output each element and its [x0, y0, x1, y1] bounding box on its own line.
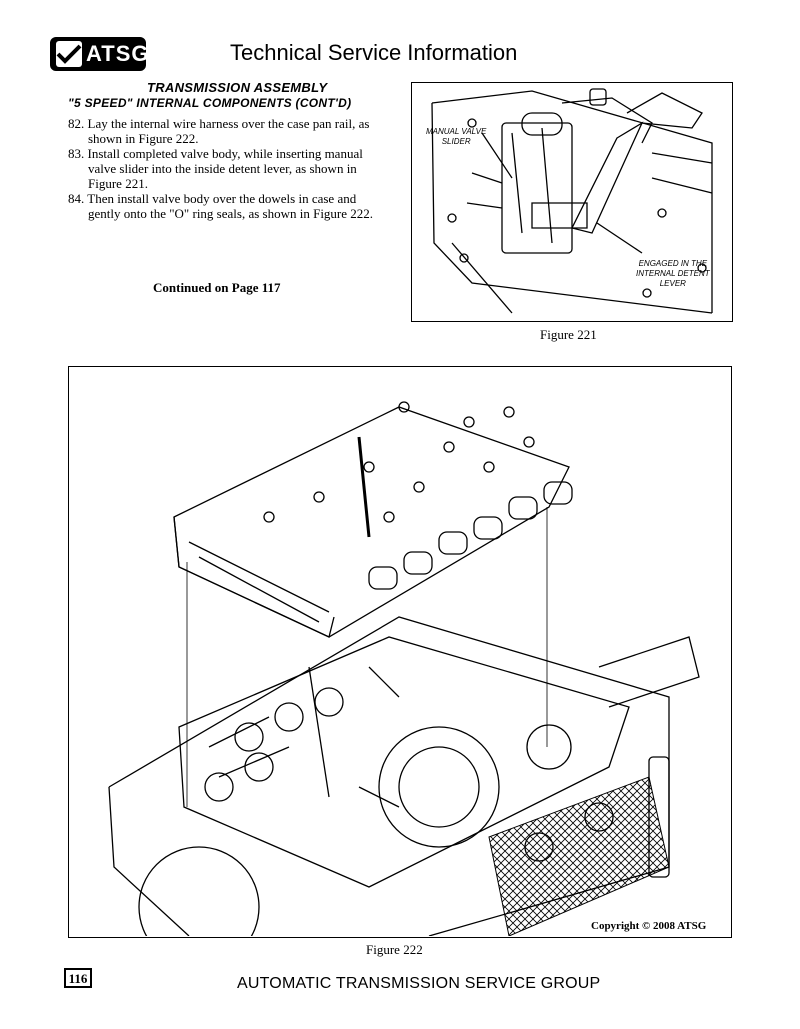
- figure-221-illustration: MANUAL VALVE SLIDER ENGAGED IN THE INTER…: [411, 82, 733, 322]
- continued-note: Continued on Page 117: [153, 280, 281, 295]
- figure-221-caption: Figure 221: [540, 327, 597, 342]
- valve-slider-drawing: [431, 88, 713, 314]
- callout-line: ENGAGED IN THE: [638, 259, 708, 268]
- callout-line: SLIDER: [441, 137, 471, 146]
- section-subtitle: "5 SPEED" INTERNAL COMPONENTS (CONT'D): [68, 96, 352, 110]
- logo-text: ATSG: [86, 41, 150, 66]
- section-title: TRANSMISSION ASSEMBLY: [147, 80, 328, 95]
- callout-line: MANUAL VALVE: [426, 127, 487, 136]
- callout-line: INTERNAL DETENT: [636, 269, 710, 278]
- atsg-logo: ATSG: [50, 37, 150, 71]
- callout-manual-valve-slider: MANUAL VALVE SLIDER: [426, 127, 486, 147]
- callout-engaged-detent-lever: ENGAGED IN THE INTERNAL DETENT LEVER: [636, 259, 710, 289]
- figure-222-caption: Figure 222: [366, 942, 423, 957]
- figure-222-illustration: Copyright © 2008 ATSG: [68, 366, 732, 938]
- checkmark-icon: [56, 41, 82, 67]
- step-item: 84. Then install valve body over the dow…: [68, 191, 374, 221]
- step-list: 82. Lay the internal wire harness over t…: [68, 116, 388, 221]
- step-item: 83. Install completed valve body, while …: [68, 146, 363, 191]
- callout-line: LEVER: [659, 279, 686, 288]
- footer-text: AUTOMATIC TRANSMISSION SERVICE GROUP: [237, 975, 601, 992]
- page-title: Technical Service Information: [230, 40, 518, 65]
- page-number: 116: [64, 968, 92, 988]
- step-item: 82. Lay the internal wire harness over t…: [68, 116, 370, 146]
- copyright-note: Copyright © 2008 ATSG: [589, 920, 709, 932]
- valve-body-case-drawing: [108, 401, 700, 937]
